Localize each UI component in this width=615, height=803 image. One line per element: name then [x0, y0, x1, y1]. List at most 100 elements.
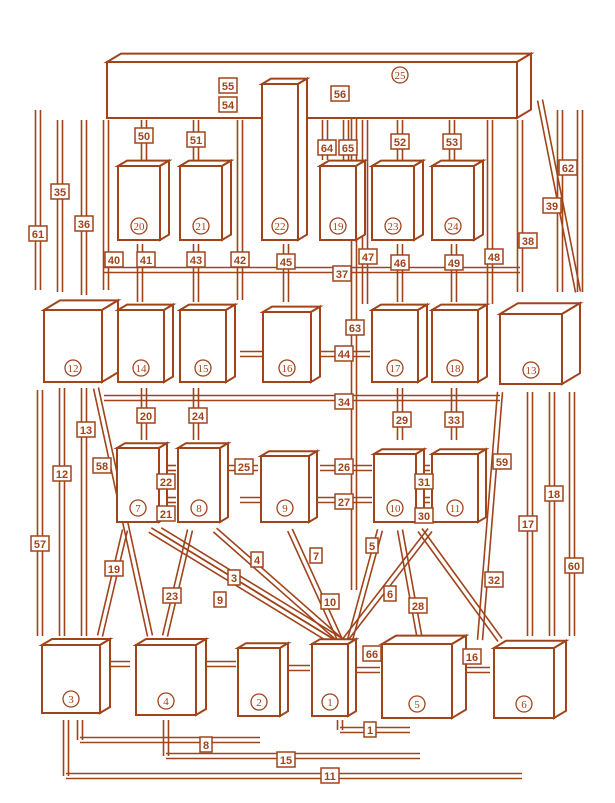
- block-12: 12: [40, 298, 122, 384]
- block-number: 25: [395, 70, 407, 82]
- link-label-34: 34: [334, 393, 354, 410]
- block-number-circle: [522, 361, 540, 379]
- block-number-circle: [446, 359, 464, 377]
- link-label-text: 32: [488, 575, 500, 587]
- link-label-63: 63: [345, 319, 365, 336]
- connection-line: [481, 392, 504, 641]
- connection-line: [476, 391, 499, 640]
- link-label-39: 39: [542, 197, 562, 214]
- link-label-25: 25: [234, 458, 254, 475]
- connection-line: [396, 530, 419, 641]
- link-label-33: 33: [444, 411, 464, 428]
- link-label-text: 16: [466, 652, 478, 664]
- link-label-56: 56: [330, 85, 350, 102]
- connection-line: [101, 530, 129, 637]
- link-label-text: 27: [338, 497, 350, 509]
- link-label-text: 25: [238, 462, 250, 474]
- link-label-text: 58: [96, 461, 108, 473]
- block-number: 11: [450, 503, 461, 515]
- link-label-23: 23: [162, 587, 182, 604]
- link-label-24: 24: [188, 407, 208, 424]
- link-label-text: 18: [548, 489, 560, 501]
- block-number-circle: [129, 499, 147, 517]
- block-number: 10: [390, 503, 402, 515]
- link-label-text: 50: [138, 131, 150, 143]
- connection-line: [166, 530, 194, 637]
- block-number-circle: [271, 217, 289, 235]
- link-label-text: 56: [334, 89, 346, 101]
- block-number-circle: [446, 499, 464, 517]
- connection-line: [291, 528, 344, 640]
- block-4: 4: [132, 637, 210, 717]
- block-18: 18: [428, 302, 491, 384]
- block-5: 5: [378, 633, 470, 720]
- block-number: 2: [256, 697, 262, 709]
- link-label-65: 65: [338, 139, 358, 156]
- block-number-circle: [515, 695, 533, 713]
- link-label-text: 66: [366, 649, 378, 661]
- link-label-32: 32: [484, 571, 504, 588]
- link-label-text: 28: [412, 601, 424, 613]
- block-25: 25: [103, 51, 535, 120]
- link-label-text: 40: [108, 255, 120, 267]
- link-label-10: 10: [320, 593, 340, 610]
- connection-line: [286, 530, 339, 642]
- link-label-text: 9: [217, 595, 223, 607]
- connection-line: [158, 531, 340, 643]
- link-label-text: 55: [222, 81, 234, 93]
- block-19: 19: [316, 158, 369, 242]
- link-label-text: 61: [32, 229, 44, 241]
- link-label-47: 47: [358, 248, 378, 265]
- block-number: 7: [135, 503, 141, 515]
- link-label-20: 20: [136, 407, 156, 424]
- block-number-circle: [190, 499, 208, 517]
- block-7: 7: [113, 441, 171, 524]
- link-label-59: 59: [492, 453, 512, 470]
- block-number-circle: [62, 690, 80, 708]
- link-label-text: 24: [192, 411, 205, 423]
- block-number: 18: [450, 363, 462, 375]
- block-20: 20: [114, 158, 173, 242]
- connection-line: [421, 528, 503, 640]
- link-label-text: 48: [488, 252, 500, 264]
- link-label-66: 66: [362, 645, 382, 662]
- link-label-27: 27: [334, 493, 354, 510]
- link-label-44: 44: [334, 345, 354, 362]
- link-label-42: 42: [230, 251, 250, 268]
- block-number: 22: [275, 221, 286, 233]
- block-number-circle: [132, 359, 150, 377]
- link-label-text: 7: [313, 551, 319, 563]
- link-label-text: 13: [80, 425, 92, 437]
- block-number-circle: [321, 693, 339, 711]
- block-10: 10: [370, 447, 428, 524]
- link-label-text: 34: [338, 397, 351, 409]
- block-number-circle: [250, 693, 268, 711]
- block-number-circle: [157, 692, 175, 710]
- link-label-text: 54: [222, 100, 235, 112]
- link-label-38: 38: [518, 232, 538, 249]
- link-label-19: 19: [104, 560, 124, 577]
- link-label-text: 42: [234, 255, 246, 267]
- link-label-55: 55: [218, 77, 238, 94]
- block-number-circle: [194, 359, 212, 377]
- link-label-64: 64: [317, 139, 337, 156]
- block-number: 3: [68, 694, 74, 706]
- block-number: 4: [163, 696, 169, 708]
- block-9: 9: [257, 449, 321, 524]
- connection-line: [536, 100, 577, 293]
- connection-line: [160, 527, 342, 639]
- link-label-text: 49: [448, 258, 460, 270]
- link-label-43: 43: [186, 251, 206, 268]
- block-15: 15: [176, 302, 239, 384]
- link-label-text: 22: [160, 477, 172, 489]
- block-number-circle: [276, 499, 294, 517]
- block-21: 21: [176, 158, 235, 242]
- link-label-text: 41: [140, 255, 152, 267]
- link-label-4: 4: [250, 551, 264, 568]
- link-label-6: 6: [383, 585, 397, 602]
- link-label-45: 45: [276, 253, 296, 270]
- link-label-53: 53: [442, 133, 462, 150]
- block-number-circle: [64, 359, 82, 377]
